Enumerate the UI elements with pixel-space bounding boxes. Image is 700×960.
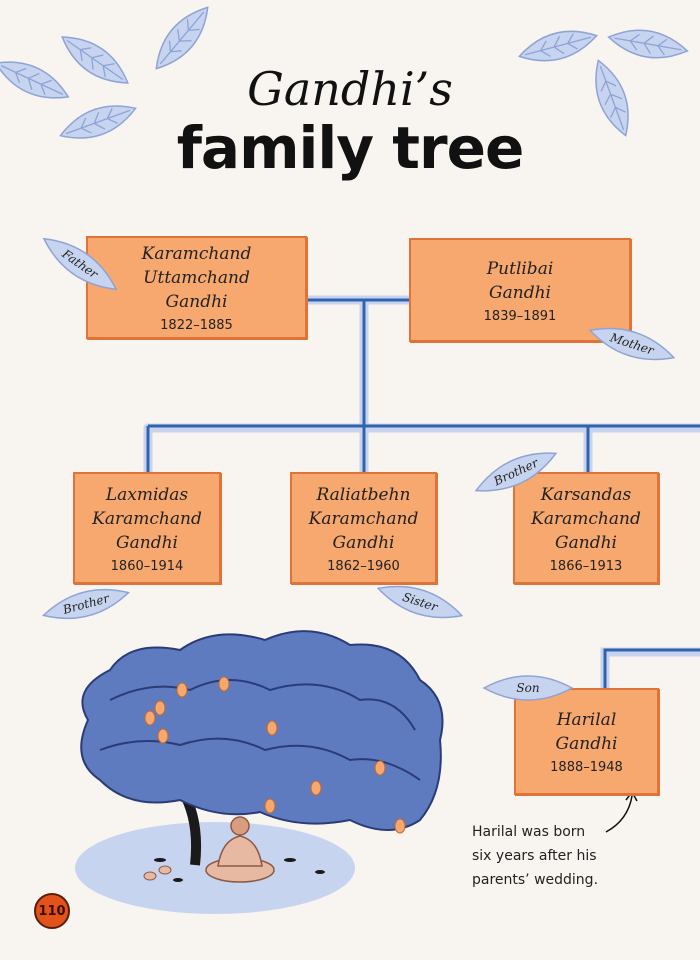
person-name: Laxmidas	[105, 484, 189, 505]
note-line: Harilal was born	[472, 824, 586, 840]
person-dates: 1822–1885	[160, 318, 233, 333]
person-name: Gandhi	[332, 532, 395, 553]
leaf-icon	[588, 327, 676, 361]
person-name: Karamchand	[531, 508, 641, 529]
leaf-icon	[42, 237, 118, 291]
note-arrow	[605, 795, 633, 833]
person-box-mother: Putlibai Gandhi 1839–1891	[409, 238, 631, 342]
person-name: Karamchand	[141, 244, 252, 264]
leaf-icon	[376, 585, 464, 619]
note-line: parents’ wedding.	[472, 872, 599, 888]
relation-tag-karsandas: Brother	[467, 436, 566, 508]
leaf-icon	[482, 675, 574, 701]
person-box-harilal: Harilal Gandhi 1888–1948	[514, 688, 659, 795]
person-name: Karsandas	[540, 484, 632, 505]
relation-tag-raliatbehn: Sister	[371, 571, 470, 634]
leaf-icon	[41, 588, 131, 620]
person-name: Raliatbehn	[316, 484, 411, 505]
title-line-2: family tree	[176, 114, 525, 182]
person-name: Putlibai	[486, 258, 554, 279]
person-name: Gandhi	[489, 282, 551, 303]
relation-tag-mother: Mother	[583, 313, 682, 376]
leaf-icon	[605, 23, 691, 65]
leaf-icon	[474, 452, 558, 492]
relation-label: Son	[516, 681, 540, 695]
person-box-karsandas: Karsandas Karamchand Gandhi 1866–1913	[513, 472, 659, 584]
person-name: Harilal	[556, 710, 617, 730]
person-dates: 1860–1914	[110, 558, 184, 574]
person-box-laxmidas: Laxmidas Karamchand Gandhi 1860–1914	[73, 472, 221, 584]
relation-tag-laxmidas: Brother	[37, 575, 135, 634]
person-box-raliatbehn: Raliatbehn Karamchand Gandhi 1862–1960	[290, 472, 437, 584]
person-name: Gandhi	[555, 734, 618, 754]
note-line: six years after his	[472, 848, 597, 864]
person-name: Uttamchand	[143, 268, 250, 288]
person-box-father: Karamchand Uttamchand Gandhi 1822–1885	[86, 236, 307, 339]
person-name: Gandhi	[555, 532, 617, 553]
person-dates: 1839–1891	[483, 308, 557, 324]
person-name: Gandhi	[116, 532, 178, 553]
person-dates: 1866–1913	[549, 558, 623, 574]
relation-tag-harilal: Son	[482, 670, 574, 706]
person-dates: 1888–1948	[550, 760, 623, 775]
harilal-note: Harilal was born six years after his par…	[472, 820, 652, 892]
title-line-1: Gandhi’s	[247, 62, 453, 116]
page-number: 110	[34, 893, 70, 929]
person-name: Karamchand	[308, 508, 419, 529]
person-dates: 1862–1960	[327, 558, 400, 574]
mango-tree-illustration	[75, 630, 444, 914]
relation-tag-father: Father	[32, 223, 128, 305]
person-name: Gandhi	[165, 292, 228, 312]
person-name: Karamchand	[92, 508, 202, 529]
